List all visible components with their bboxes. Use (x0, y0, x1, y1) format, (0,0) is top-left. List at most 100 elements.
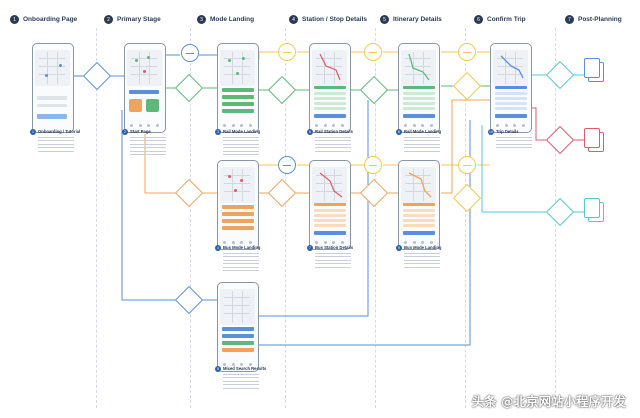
route-line (408, 53, 430, 81)
list-item[interactable] (222, 327, 254, 331)
map-pin-icon (234, 189, 237, 192)
list-item[interactable] (403, 209, 435, 212)
text-placeholder (37, 96, 67, 100)
search-card-icon[interactable] (584, 198, 600, 218)
list-item[interactable] (495, 107, 527, 110)
list-item[interactable] (222, 102, 254, 106)
watermark: 头条 @北京网站小程序开发 (471, 394, 626, 409)
screen-label: Start Page (130, 129, 151, 134)
station-header (314, 86, 346, 89)
column-title: Itinerary Details (393, 16, 442, 23)
phone-screen-mixed-search (217, 282, 259, 372)
list-item[interactable] (222, 109, 254, 113)
bus-mode-button[interactable] (129, 99, 142, 112)
bottom-nav (220, 363, 255, 368)
list-item[interactable] (403, 224, 435, 227)
bottom-nav (220, 241, 255, 246)
connector-line (441, 99, 490, 194)
connector-line (144, 134, 178, 194)
action-button[interactable] (314, 114, 346, 118)
rail-mode-button[interactable] (146, 99, 159, 112)
location-card-icon[interactable] (584, 128, 600, 148)
list-item[interactable] (222, 95, 254, 99)
phone-screen-itinerary-bus (398, 160, 440, 250)
list-item[interactable] (314, 219, 346, 222)
list-item[interactable] (222, 226, 254, 230)
list-item[interactable] (403, 92, 435, 95)
bottom-nav (493, 124, 528, 129)
share-card-icon[interactable] (584, 58, 600, 78)
bottom-nav (401, 241, 436, 246)
list-item[interactable] (314, 209, 346, 212)
column-number: 2 (104, 15, 113, 24)
map-pin-icon (45, 74, 48, 77)
phone-screen-itinerary-rail (398, 43, 440, 133)
action-button[interactable] (403, 231, 435, 235)
list-item[interactable] (495, 97, 527, 100)
screen-label: Rail Station Details (315, 129, 353, 134)
column-number: 1 (10, 15, 19, 24)
route-line (408, 172, 432, 198)
search-node-icon (181, 44, 199, 62)
column-divider (465, 28, 466, 408)
list-item[interactable] (222, 205, 254, 209)
list-item[interactable] (222, 88, 254, 92)
list-item[interactable] (403, 214, 435, 217)
list-item[interactable] (495, 102, 527, 105)
action-button[interactable] (403, 114, 435, 118)
list-item[interactable] (314, 102, 346, 105)
list-item[interactable] (222, 348, 254, 352)
list-item[interactable] (403, 97, 435, 100)
action-button[interactable] (314, 231, 346, 235)
screen-number: 8 (396, 129, 402, 135)
list-item[interactable] (403, 219, 435, 222)
column-divider (285, 28, 286, 408)
column-header: 7 Post-Planning (565, 15, 622, 24)
list-item[interactable] (314, 92, 346, 95)
screen-number: 5 (215, 366, 221, 372)
list-item[interactable] (314, 107, 346, 110)
column-number: 6 (474, 15, 483, 24)
list-item[interactable] (222, 334, 254, 338)
list-item[interactable] (222, 341, 254, 345)
map-pin-icon (59, 64, 62, 67)
column-number: 4 (289, 15, 298, 24)
timer-node-icon (278, 43, 296, 61)
bottom-nav (127, 124, 162, 129)
timer-node-icon (364, 156, 382, 174)
connector-line (481, 125, 550, 213)
connector-line (258, 51, 278, 60)
screen-label: Trip Details (496, 129, 519, 134)
column-header: 3 Mode Landing (197, 15, 254, 24)
list-item[interactable] (403, 102, 435, 105)
column-title: Post-Planning (578, 16, 622, 23)
screen-description (404, 137, 440, 154)
search-bar[interactable] (129, 90, 159, 94)
list-item[interactable] (314, 97, 346, 100)
bottom-nav (401, 124, 436, 129)
confirm-button[interactable] (495, 114, 527, 118)
list-item[interactable] (222, 219, 254, 223)
list-item[interactable] (403, 107, 435, 110)
route-line (319, 53, 341, 81)
phone-screen-bus-landing (217, 160, 259, 250)
continue-button[interactable] (37, 114, 67, 119)
route-line (500, 55, 524, 79)
screen-label: Mixed Search Results (223, 366, 267, 371)
screen-number: 2 (122, 129, 128, 135)
phone-screen-trip-details (490, 43, 532, 133)
column-header: 6 Confirm Trip (474, 15, 526, 24)
screen-description (223, 253, 259, 273)
column-title: Confirm Trip (487, 16, 526, 23)
screen-number: 7 (307, 245, 313, 251)
column-title: Mode Landing (210, 16, 255, 23)
map-area (220, 289, 255, 325)
station-header (314, 203, 346, 206)
screen-number: 4 (215, 245, 221, 251)
list-item[interactable] (495, 92, 527, 95)
list-item[interactable] (314, 224, 346, 227)
list-item[interactable] (222, 212, 254, 216)
bottom-nav (312, 124, 347, 129)
list-item[interactable] (314, 214, 346, 217)
column-divider (96, 28, 97, 408)
